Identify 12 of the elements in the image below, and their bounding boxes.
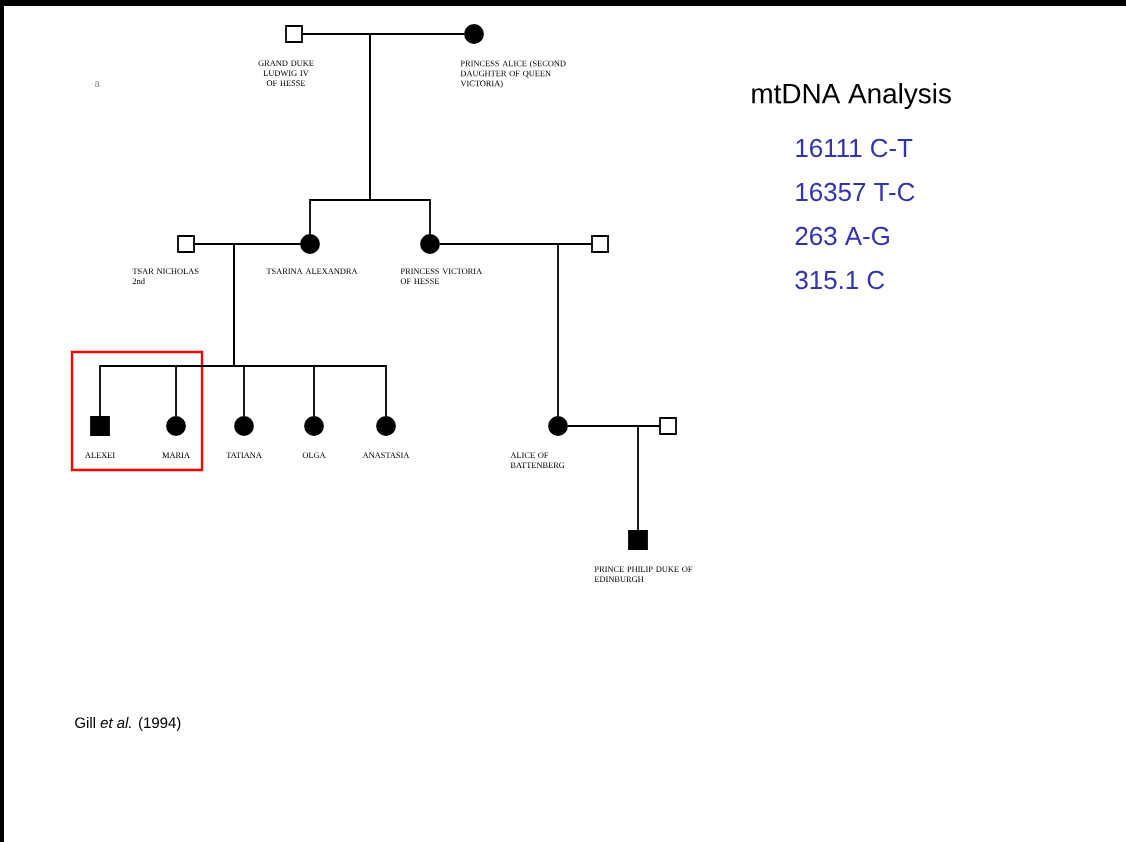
descent-line <box>233 243 387 417</box>
open-square <box>659 417 677 435</box>
descent-line <box>567 425 639 531</box>
mutation-label: 263 A-G <box>795 226 889 246</box>
mutation-label: 315.1 C <box>795 270 885 290</box>
descent-line <box>439 243 559 417</box>
descent-line <box>369 33 465 235</box>
mutation-label: 16357 T-C <box>796 182 915 202</box>
highlight-box <box>70 350 204 472</box>
title: mtDNA Analysis <box>752 83 951 109</box>
open-square <box>591 235 609 253</box>
mutation-label: 16111 C-T <box>796 138 913 158</box>
